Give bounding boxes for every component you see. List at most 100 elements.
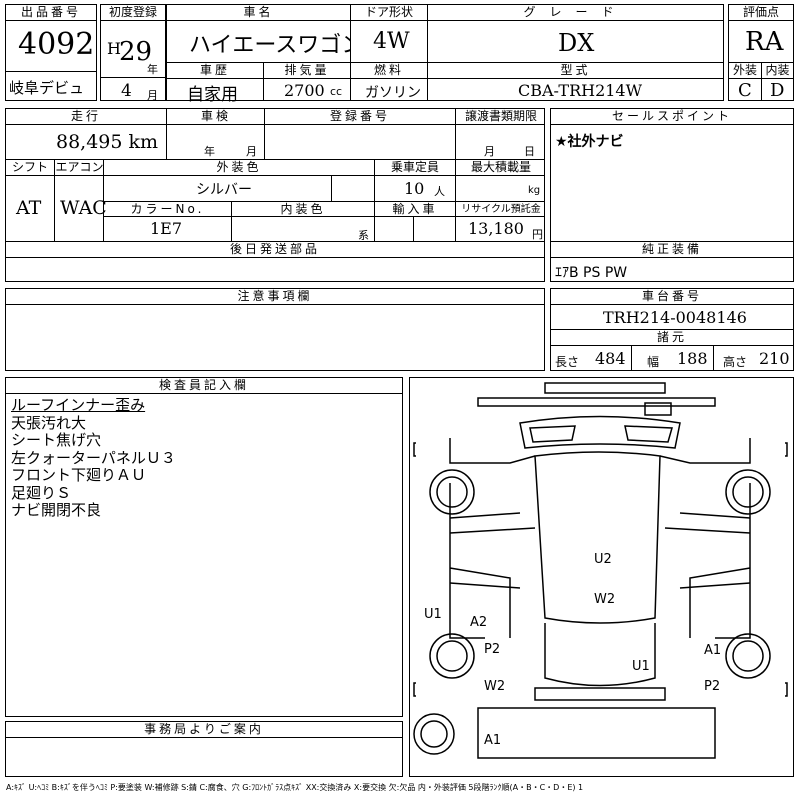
- registration-number-label: 登録番号: [329, 109, 390, 123]
- right-body-side: [659, 438, 751, 639]
- wheel-front-left: [429, 469, 475, 515]
- damage-mark-a2: A2: [470, 615, 487, 630]
- mileage-label: 走行: [70, 109, 101, 123]
- color-number-label: カラーNo.: [130, 202, 205, 216]
- rear-window: [544, 623, 656, 687]
- inspector-notes-list: ルーフインナー歪み 天張汚れ大 シート焦げ穴 左クォーターパネルＵ３ フロント下…: [11, 396, 176, 520]
- chassis-number-label: 車台番号: [551, 289, 793, 305]
- import-label: 輸入車: [392, 202, 438, 216]
- history: 自家用: [187, 85, 238, 105]
- damage-mark-a1-right: A1: [704, 643, 721, 658]
- interior-score-label: 内装: [765, 63, 790, 77]
- right-rear-bracket: [785, 682, 788, 697]
- windshield: [519, 415, 681, 449]
- first-registration-box: 初度登録 H 29 年 4 月: [100, 4, 166, 102]
- exterior-color: シルバー: [196, 182, 252, 198]
- length: 484: [595, 349, 626, 368]
- rear-bumper-shape: [534, 687, 666, 701]
- interior-color-label: 内装色: [280, 202, 326, 216]
- wheel-rear-right-inner: [732, 640, 764, 672]
- model-label: 型式: [560, 63, 591, 77]
- color-number: 1E7: [150, 219, 183, 238]
- transfer-month-unit: 月: [484, 145, 495, 158]
- history-box: 車歴 自家用: [166, 62, 264, 105]
- vehicle-diagram: U2 W2 U1 A2 P2 W2 A1 U1 P2 A1: [413, 382, 788, 759]
- exterior-color-label: 外装色: [216, 160, 262, 174]
- door-type: 4W: [373, 29, 410, 54]
- inspector-note: 足廻りＳ: [11, 483, 72, 502]
- inspector-note: フロント下廻りＡＵ: [11, 466, 147, 484]
- height: 210: [759, 349, 790, 368]
- left-rear-bracket: [413, 682, 416, 697]
- right-door-lines: [664, 512, 751, 589]
- aircon: WAC: [60, 197, 107, 219]
- sales-point-label: セールスポイント: [551, 109, 793, 125]
- grade-label: グレード: [428, 5, 723, 21]
- registration-year: 29: [119, 37, 153, 67]
- damage-mark-w2-roof: W2: [594, 592, 615, 607]
- max-load-label: 最大積載量: [470, 160, 531, 174]
- office-notice-label: 事務局よりご案内: [6, 722, 402, 738]
- genuine-equipment-box: 純正装備 ｴｱB PS PW: [550, 241, 794, 282]
- fuel-box: 燃料 ガソリン: [350, 62, 428, 101]
- rear-outline: [477, 707, 716, 759]
- vehicle-diagram-box: U2 W2 U1 A2 P2 W2 A1 U1 P2 A1: [409, 377, 794, 777]
- inspector-notes-box: 検査員記入欄 ルーフインナー歪み 天張汚れ大 シート焦げ穴 左クォーターパネルＵ…: [5, 377, 403, 717]
- front-grille-shape: [644, 402, 672, 416]
- wheel-rear-left-inner: [436, 640, 468, 672]
- year-unit: 年: [147, 63, 158, 76]
- interior-score: D: [770, 80, 785, 101]
- office-notice-box: 事務局よりご案内: [5, 721, 403, 777]
- left-door-lines: [449, 512, 536, 589]
- notes-box: 注意事項欄: [5, 288, 545, 371]
- right-mirror-bracket: [785, 442, 788, 457]
- history-label: 車歴: [199, 63, 230, 77]
- transfer-day-unit: 日: [524, 145, 535, 158]
- later-parts-label: 後日発送部品: [6, 242, 544, 258]
- displacement-unit: cc: [330, 85, 343, 98]
- displacement: 2700: [284, 81, 325, 100]
- score-label: 評価点: [729, 5, 793, 21]
- aircon-label: エアコン: [55, 160, 104, 174]
- inspection-month-unit: 月: [246, 145, 257, 158]
- left-mirror-bracket: [413, 442, 416, 457]
- max-load-unit: kg: [528, 185, 541, 196]
- inspector-note: 左クォーターパネルＵ３: [11, 448, 176, 467]
- registration-month: 4: [121, 81, 132, 101]
- notes-label: 注意事項欄: [6, 289, 544, 305]
- spare-tire-inner: [420, 720, 448, 748]
- inspector-note: 天張汚れ大: [11, 413, 87, 432]
- damage-mark-u2: U2: [594, 552, 612, 567]
- recycle-fee-label: リサイクル預託金: [461, 204, 541, 215]
- capacity-label: 乗車定員: [390, 160, 439, 174]
- exterior-score: C: [738, 80, 752, 101]
- interior-color-unit: 系: [358, 229, 369, 242]
- sales-point-box: セールスポイント ★社外ナビ: [550, 108, 794, 242]
- displacement-box: 排気量 2700 cc: [263, 62, 351, 101]
- length-label: 長さ: [555, 355, 580, 369]
- lot-number: 4092: [18, 27, 95, 62]
- wheel-front-right: [725, 469, 771, 515]
- mileage: 88,495 km: [56, 131, 159, 153]
- width-label: 幅: [647, 355, 660, 369]
- score-box: 評価点 RA: [728, 4, 794, 63]
- later-parts-box: 後日発送部品: [5, 241, 545, 282]
- damage-mark-w2-left: W2: [484, 679, 505, 694]
- score: RA: [745, 27, 784, 57]
- interior-score-box: 内装 D: [761, 62, 794, 101]
- recycle-fee-unit: 円: [532, 228, 543, 241]
- damage-mark-p2-left: P2: [484, 642, 500, 657]
- shift-label: シフト: [11, 160, 48, 174]
- fuel: ガソリン: [365, 85, 421, 101]
- capacity: 10: [404, 179, 425, 198]
- wheel-front-right-inner: [732, 476, 764, 508]
- genuine-equipment-text: ｴｱB PS PW: [555, 265, 628, 281]
- inspector-note: ルーフインナー歪み: [11, 396, 146, 414]
- legend-text: A:ｷｽﾞ U:ﾍｺﾐ B:ｷｽﾞを伴うﾍｺﾐ P:要塗装 W:補修跡 S:錆 …: [6, 783, 584, 792]
- grade-box: グレード DX: [427, 4, 724, 63]
- chassis-number: TRH214-0048146: [603, 308, 747, 327]
- displacement-label: 排気量: [284, 63, 330, 77]
- fuel-label: 燃料: [373, 63, 404, 77]
- details-box: 走行 88,495 km 車検 年 月 登録番号 譲渡書類期限 月 日 シフト …: [5, 108, 545, 242]
- grade: DX: [558, 29, 595, 57]
